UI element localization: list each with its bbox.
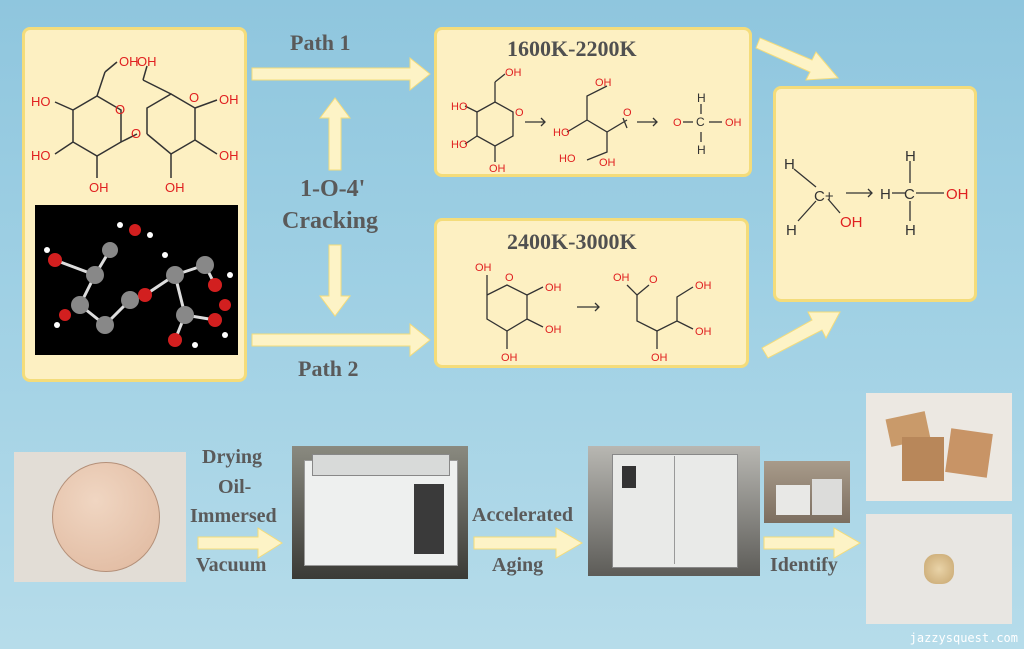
vacuum-oven-photo	[292, 446, 468, 579]
atom-label: OH	[725, 117, 742, 129]
atom-label: O	[673, 117, 682, 129]
atom-label: OH	[219, 148, 239, 163]
aging-label: Aging	[492, 554, 544, 576]
identify-label: Identify	[770, 554, 838, 576]
atom-label: OH	[695, 280, 712, 292]
atom-label: H	[905, 148, 916, 165]
atom-label: O	[515, 107, 524, 119]
atom-label: H	[905, 222, 916, 239]
atom-label: O	[623, 107, 632, 119]
watermark: jazzysquest.com	[909, 631, 1018, 645]
aging-oven-display	[622, 466, 636, 488]
atom-label: OH	[695, 326, 712, 338]
atom-label: OH	[489, 163, 506, 172]
atom-label: OH	[651, 352, 668, 364]
atom-label: C	[696, 115, 705, 129]
atom-label: H	[697, 91, 706, 105]
atom-label: OH	[137, 54, 157, 69]
atom-label: O	[505, 272, 514, 284]
paper-piece	[902, 437, 944, 481]
path2-label: Path 2	[298, 356, 359, 381]
atom-label: O	[189, 90, 199, 105]
atom-label: OH	[946, 186, 969, 203]
vacuum-label: Vacuum	[196, 554, 267, 576]
atom-label: HO	[451, 101, 468, 113]
pressboard-disc	[52, 462, 160, 572]
accelerated-label: Accelerated	[472, 504, 574, 526]
path2-reaction: OH OH OH OH O OH O OH OH OH	[475, 262, 712, 364]
atom-label: OH	[545, 282, 562, 294]
cracking-label-line1: 1-O-4'	[300, 176, 366, 202]
path1-label: Path 1	[290, 30, 351, 55]
atom-label: H	[786, 222, 797, 239]
atom-label: HO	[31, 148, 51, 163]
drying-label: Drying	[202, 446, 262, 468]
atom-label: OH	[595, 77, 612, 89]
atom-label: OH	[501, 352, 518, 364]
atom-label: H	[697, 143, 706, 157]
path1-reaction: HO HO OH OH O OH HO HO OH O O OH C H H	[451, 67, 742, 172]
fiber-sample-photo	[866, 514, 1012, 624]
instrument-unit-2	[812, 479, 842, 515]
aged-paper-photo	[866, 393, 1012, 501]
atom-label: H	[784, 156, 795, 173]
cellobiose-box: OH HO HO OH OH OH OH OH O O O	[22, 27, 247, 382]
oil-label: Oil-	[218, 476, 252, 498]
atom-label: OH	[840, 214, 863, 231]
atom-label: HO	[553, 127, 570, 139]
methanol-formation: H H C+ H C H H OH OH	[784, 148, 969, 239]
atom-label: C	[904, 186, 915, 203]
atom-label: OH	[599, 157, 616, 169]
temp-range-label: 2400K-3000K	[507, 229, 637, 254]
atom-label: OH	[505, 67, 522, 79]
atom-label: O	[131, 126, 141, 141]
atom-label: OH	[219, 92, 239, 107]
atom-label: O	[115, 102, 125, 117]
high-temp-path1-box: 1600K-2200K HO HO OH OH O	[434, 27, 752, 177]
atom-label: OH	[545, 324, 562, 336]
fiber-clump	[924, 554, 954, 584]
cellobiose-structure: OH HO HO OH OH OH OH OH O O O	[31, 54, 239, 195]
instrument-photo	[764, 461, 850, 523]
cellobiose-3d-model	[35, 205, 238, 355]
atom-label: OH	[119, 54, 139, 69]
high-temp-path2-box: 2400K-3000K OH OH OH OH O OH O OH OH	[434, 218, 749, 368]
atom-label: OH	[89, 180, 109, 195]
atom-label: C+	[814, 188, 834, 205]
product-box: H H C+ H C H H OH OH	[773, 86, 977, 302]
atom-label: O	[649, 274, 658, 286]
atom-label: OH	[613, 272, 630, 284]
paper-piece	[945, 428, 993, 478]
pressboard-sample-photo	[14, 452, 186, 582]
temp-range-label: 1600K-2200K	[507, 36, 637, 61]
atom-label: H	[880, 186, 891, 203]
aging-oven-photo	[588, 446, 760, 576]
oven-lid	[312, 454, 450, 476]
instrument-unit	[776, 485, 810, 515]
cracking-label-line2: Cracking	[282, 208, 378, 234]
atom-label: OH	[475, 262, 492, 274]
immersed-label: Immersed	[190, 505, 277, 527]
path-arrows	[251, 37, 841, 359]
oven-panel	[414, 484, 444, 554]
atom-label: HO	[559, 153, 576, 165]
atom-label: HO	[451, 139, 468, 151]
atom-label: OH	[165, 180, 185, 195]
atom-label: HO	[31, 94, 51, 109]
aging-oven-door-line	[674, 456, 675, 564]
